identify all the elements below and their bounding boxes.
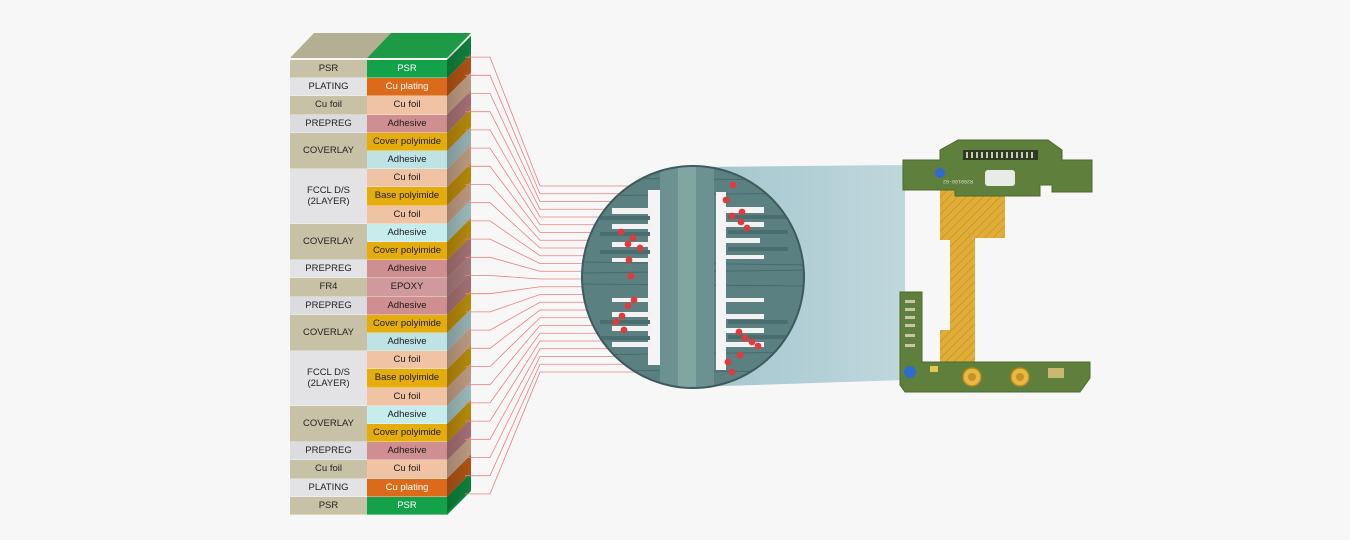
stack-left-layer-9: PREPREG	[290, 296, 367, 315]
stack-right-layer-0: PSR	[367, 60, 447, 79]
stack-right-layer-7: Base polyimide	[367, 187, 447, 206]
marker-dot-2	[738, 208, 746, 216]
stack-right-layer-18: Cu foil	[367, 387, 447, 406]
leader-line-24	[465, 371, 735, 495]
stack-right-layer-14: Cover polyimide	[367, 314, 447, 333]
marker-dot-6	[617, 228, 625, 236]
block-top-right	[367, 33, 471, 58]
layer-marker-dots	[612, 181, 762, 376]
stack-left-layer-7: PREPREG	[290, 260, 367, 279]
marker-dot-11	[627, 272, 635, 280]
marker-dot-13	[624, 302, 632, 310]
stack-right-layer-3: Adhesive	[367, 114, 447, 133]
stack-right-layer-16: Cu foil	[367, 351, 447, 370]
stack-left-layer-10: COVERLAY	[290, 314, 367, 352]
stack-left-layer-6: COVERLAY	[290, 223, 367, 261]
stack-left-layer-8: FR4	[290, 278, 367, 297]
stack-right-layer-11: Adhesive	[367, 260, 447, 279]
marker-dot-17	[735, 328, 743, 336]
marker-dot-16	[620, 326, 628, 334]
block-top-left	[290, 33, 391, 58]
stack-left-layer-16: PSR	[290, 496, 367, 515]
stack-right-layer-20: Cover polyimide	[367, 424, 447, 443]
stack-right-layer-22: Cu foil	[367, 460, 447, 479]
stack-left-layer-12: COVERLAY	[290, 405, 367, 443]
stack-right-layer-15: Adhesive	[367, 333, 447, 352]
stack-right-layer-12: EPOXY	[367, 278, 447, 297]
marker-dot-22	[724, 358, 732, 366]
stack-right-layer-4: Cover polyimide	[367, 132, 447, 151]
stack-left-layer-2: Cu foil	[290, 96, 367, 115]
stack-left-layer-0: PSR	[290, 60, 367, 79]
stack-right-layer-17: Base polyimide	[367, 369, 447, 388]
stack-left-layer-11: FCCL D/S (2LAYER)	[290, 351, 367, 406]
rigid-flex-pcb-photo: R200108-02	[899, 139, 1093, 393]
marker-dot-15	[612, 318, 620, 326]
stackup-block-3d	[290, 33, 471, 515]
cross-section-micrograph	[581, 165, 805, 389]
stack-right-layer-23: Cu plating	[367, 478, 447, 497]
stack-right-layer-8: Cu foil	[367, 205, 447, 224]
pcb-marking: R200108-02	[943, 178, 973, 184]
stack-left-layer-4: COVERLAY	[290, 132, 367, 170]
stack-left-layer-13: PREPREG	[290, 442, 367, 461]
stack-left-layer-5: FCCL D/S (2LAYER)	[290, 169, 367, 224]
marker-dot-23	[728, 368, 736, 376]
marker-dot-10	[625, 256, 633, 264]
stack-left-layer-3: PREPREG	[290, 114, 367, 133]
marker-dot-1	[722, 196, 730, 204]
stack-right-layer-13: Adhesive	[367, 296, 447, 315]
stack-left-layer-14: Cu foil	[290, 460, 367, 479]
stack-right-layer-10: Cover polyimide	[367, 242, 447, 261]
marker-dot-9	[636, 244, 644, 252]
marker-dot-5	[743, 224, 751, 232]
marker-dot-14	[618, 312, 626, 320]
marker-dot-20	[754, 342, 762, 350]
stack-right-layer-6: Cu foil	[367, 169, 447, 188]
marker-dot-21	[736, 351, 744, 359]
marker-dot-19	[748, 338, 756, 346]
stack-left-layer-15: PLATING	[290, 478, 367, 497]
stack-right-layer-9: Adhesive	[367, 223, 447, 242]
stack-right-layer-21: Adhesive	[367, 442, 447, 461]
stack-right-layer-5: Adhesive	[367, 151, 447, 170]
marker-dot-18	[741, 334, 749, 342]
marker-dot-12	[630, 296, 638, 304]
stack-right-layer-1: Cu plating	[367, 78, 447, 97]
stack-right-layer-2: Cu foil	[367, 96, 447, 115]
stack-right-layer-24: PSR	[367, 496, 447, 515]
marker-dot-3	[728, 212, 736, 220]
marker-dot-8	[624, 240, 632, 248]
stack-right-layer-19: Adhesive	[367, 405, 447, 424]
stack-left-layer-1: PLATING	[290, 78, 367, 97]
marker-dot-0	[729, 181, 737, 189]
marker-dot-7	[629, 234, 637, 242]
marker-dot-4	[737, 218, 745, 226]
